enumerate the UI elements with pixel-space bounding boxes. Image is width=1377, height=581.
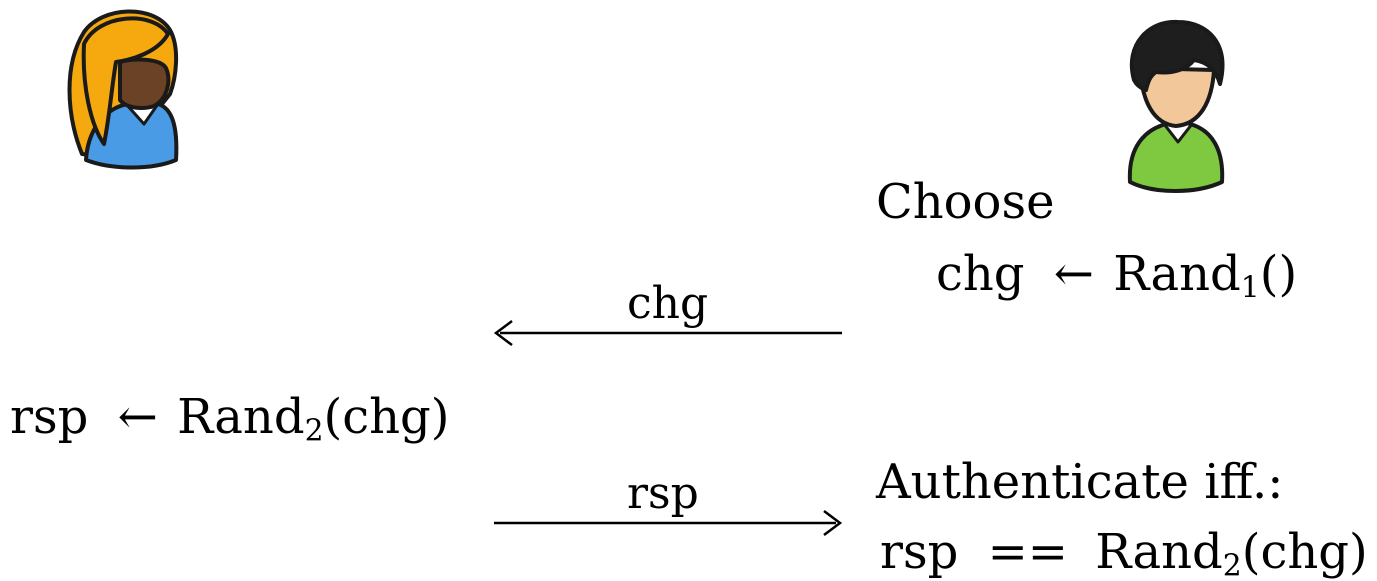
message-label-rsp: rsp: [627, 468, 699, 519]
response-lhs: rsp: [10, 389, 89, 445]
choose-title: Choose: [876, 174, 1055, 230]
auth-args: (chg): [1241, 524, 1368, 580]
assign-arrow: ←: [1053, 246, 1095, 302]
arrow-left-icon: [493, 320, 842, 346]
auth-func-subscript: 2: [1222, 548, 1242, 581]
man-user-icon: [1127, 19, 1225, 193]
woman-user-icon: [67, 9, 179, 170]
choose-args: (): [1259, 246, 1298, 302]
choose-lhs: chg: [936, 246, 1025, 302]
response-func-subscript: 2: [304, 413, 324, 449]
choose-func: Rand: [1113, 246, 1241, 302]
assign-arrow: ←: [117, 389, 158, 445]
auth-func: Rand: [1095, 524, 1223, 580]
choose-func-subscript: 1: [1240, 270, 1260, 306]
equality-operator: ==: [987, 524, 1069, 580]
response-args: (chg): [323, 389, 450, 445]
message-label-chg: chg: [627, 278, 709, 329]
authenticate-title: Authenticate iff.:: [876, 454, 1284, 510]
choose-expression: chg ← Rand1(): [936, 250, 1297, 303]
auth-lhs: rsp: [880, 524, 959, 580]
response-computation: rsp ← Rand2(chg): [10, 393, 449, 446]
response-func: Rand: [177, 389, 305, 445]
arrow-right-icon: [494, 510, 843, 536]
authenticate-expression: rsp == Rand2(chg): [880, 528, 1368, 581]
